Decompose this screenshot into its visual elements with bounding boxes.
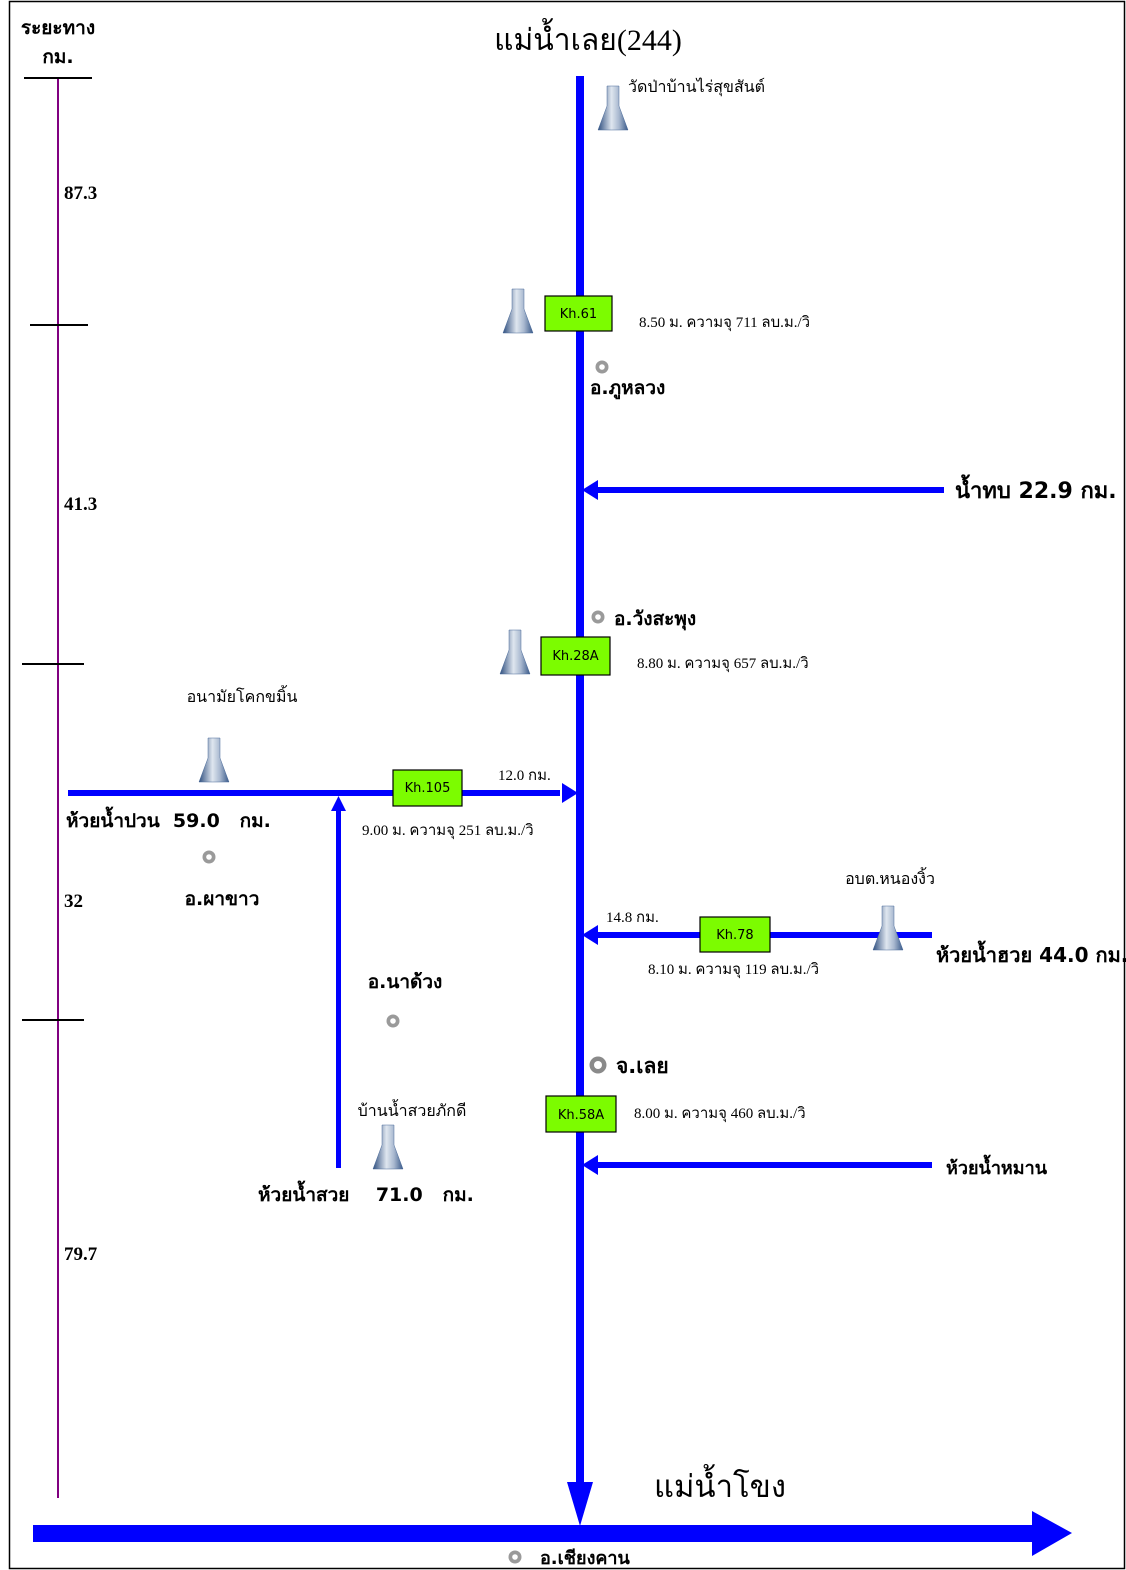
mekong-river: แม่น้ำโขง [33,1464,1072,1556]
station-kh78-info: 8.10 ม. ความจุ 119 ลบ.ม./วิ [648,961,819,979]
station-kh58a-code: Kh.58A [558,1108,604,1123]
mekong-arrowhead [1032,1511,1072,1556]
town-marker-icon [386,1014,400,1028]
diagram-frame [8,0,1126,1570]
rain-gauge-obt-nongngio-label: อบต.หนองงิ้ว [845,867,935,888]
town-wang-saphung-label: อ.วังสะพุง [614,608,696,631]
station-kh78[interactable]: Kh.78 8.10 ม. ความจุ 119 ลบ.ม./วิ [648,916,819,979]
rain-gauge-obt-nongngio: อบต.หนองงิ้ว [845,867,935,951]
mekong-label: แม่น้ำโขง [654,1464,786,1504]
town-phu-luang-label: อ.ภูหลวง [590,377,665,400]
station-kh105[interactable]: Kh.105 9.00 ม. ความจุ 251 ลบ.ม./วิ [362,769,534,840]
distance-axis: ระยะทาง กม. 87.3 41.3 32 79.7 [21,17,98,1498]
town-marker-icon [508,1550,522,1564]
town-loei: จ.เลย [589,1054,669,1078]
rain-gauge-ban-nam-suai-label: บ้านน้ำสวยภักดี [358,1099,467,1120]
rain-gauge-anamai-label: อนามัยโคกขมิ้น [187,685,298,706]
rain-gauge-kh28a [499,629,531,675]
tributary-huai-nam-huai: ห้วยน้ำฮวย 44.0 กม. 14.8 กม. [582,910,1126,967]
town-chiang-khan: อ.เชียงคาน [508,1548,631,1569]
rain-gauge-ban-nam-suai: บ้านน้ำสวยภักดี [358,1099,467,1170]
huai-nam-puan-confluence-distance: 12.0 กม. [498,768,551,784]
distance-segment-1: 87.3 [64,183,97,204]
town-wang-saphung: อ.วังสะพุง [591,608,696,631]
station-kh105-info: 9.00 ม. ความจุ 251 ลบ.ม./วิ [362,822,534,840]
nam-thop-label: น้ำทบ 22.9 กม. [955,474,1117,504]
huai-nam-huai-label: ห้วยน้ำฮวย 44.0 กม. [936,940,1126,967]
station-kh58a-info: 8.00 ม. ความจุ 460 ลบ.ม./วิ [634,1105,806,1123]
rain-gauge-wat-pa-label: วัดป่าบ้านไร่สุขสันต์ [628,77,765,97]
town-loei-label: จ.เลย [616,1054,669,1078]
station-kh105-code: Kh.105 [405,781,451,796]
distance-axis-unit: กม. [42,46,73,68]
station-kh28a-code: Kh.28A [552,649,598,664]
rain-gauge-anamai: อนามัยโคกขมิ้น [187,685,298,783]
town-na-duang-label: อ.นาด้วง [368,971,443,993]
loei-river-arrowhead [567,1482,593,1526]
tributary-huai-nam-suai: ห้วยน้ำสวย 71.0 กม. [258,796,474,1206]
town-marker-icon [591,610,605,624]
tributary-huai-nam-puan: ห้วยน้ำปวน 59.0 กม. 12.0 กม. [66,768,578,832]
distance-segment-2: 41.3 [64,494,97,515]
huai-nam-suai-label: ห้วยน้ำสวย 71.0 กม. [258,1180,474,1206]
rain-gauge-wat-pa: วัดป่าบ้านไร่สุขสันต์ [597,77,765,131]
rain-gauge-kh61 [502,288,534,334]
town-pha-khao: อ.ผาขาว [185,850,260,910]
distance-segment-3: 32 [64,891,83,912]
station-kh61[interactable]: Kh.61 8.50 ม. ความจุ 711 ลบ.ม./วิ [544,295,810,332]
huai-nam-huai-confluence-distance: 14.8 กม. [606,910,659,926]
main-river-title: แม่น้ำเลย(244) [494,18,682,57]
town-chiang-khan-label: อ.เชียงคาน [540,1548,631,1569]
town-phu-luang: อ.ภูหลวง [590,360,665,400]
town-marker-icon [202,850,216,864]
station-kh61-info: 8.50 ม. ความจุ 711 ลบ.ม./วิ [639,314,810,332]
huai-nam-man-label: ห้วยน้ำหมาน [946,1154,1048,1179]
distance-segment-4: 79.7 [64,1244,98,1265]
station-kh28a-info: 8.80 ม. ความจุ 657 ลบ.ม./วิ [637,655,809,673]
distance-axis-label: ระยะทาง [21,17,95,39]
town-marker-icon [595,360,609,374]
huai-nam-puan-label: ห้วยน้ำปวน 59.0 กม. [66,806,271,832]
town-na-duang: อ.นาด้วง [368,971,443,1028]
tributary-nam-thop: น้ำทบ 22.9 กม. [582,474,1117,504]
tributary-huai-nam-man: ห้วยน้ำหมาน [582,1154,1048,1179]
station-kh78-code: Kh.78 [716,928,753,943]
station-kh28a[interactable]: Kh.28A 8.80 ม. ความจุ 657 ลบ.ม./วิ [540,636,809,676]
station-kh58a[interactable]: Kh.58A 8.00 ม. ความจุ 460 ลบ.ม./วิ [545,1095,806,1133]
loei-river [567,76,593,1526]
station-kh61-code: Kh.61 [560,307,597,322]
mekong-river-line [33,1525,1035,1542]
loei-river-line [576,76,584,1486]
town-pha-khao-label: อ.ผาขาว [185,888,260,910]
